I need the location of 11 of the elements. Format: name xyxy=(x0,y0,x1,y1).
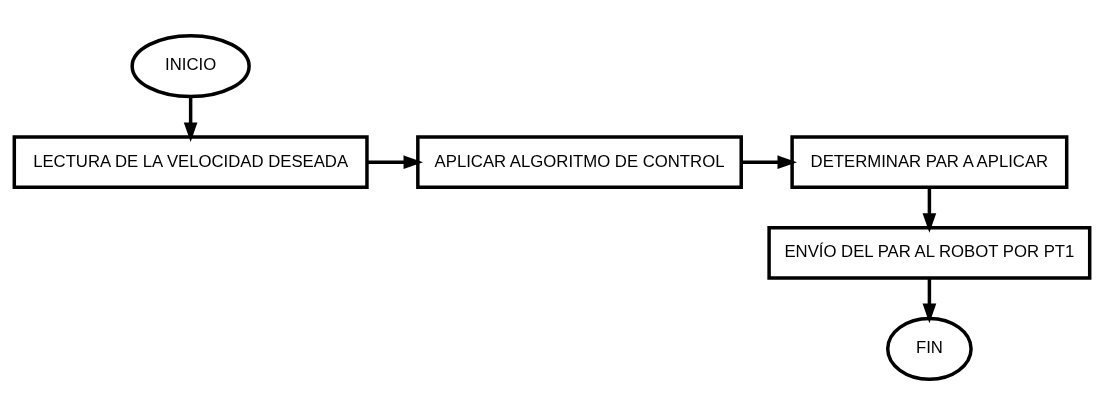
node-ellipse: INICIO xyxy=(130,33,251,99)
node-box: DETERMINAR PAR A APLICAR xyxy=(790,135,1069,190)
arrow xyxy=(922,278,937,324)
node-box: ENVÍO DEL PAR AL ROBOT POR PT1 xyxy=(767,225,1092,280)
arrow xyxy=(183,97,198,143)
arrow xyxy=(922,187,937,233)
node-box: LECTURA DE LA VELOCIDAD DESEADA xyxy=(12,135,369,190)
node-ellipse: FIN xyxy=(886,316,973,382)
arrow xyxy=(741,155,798,170)
node-box: APLICAR ALGORITMO DE CONTROL xyxy=(416,135,743,190)
arrow xyxy=(367,155,424,170)
